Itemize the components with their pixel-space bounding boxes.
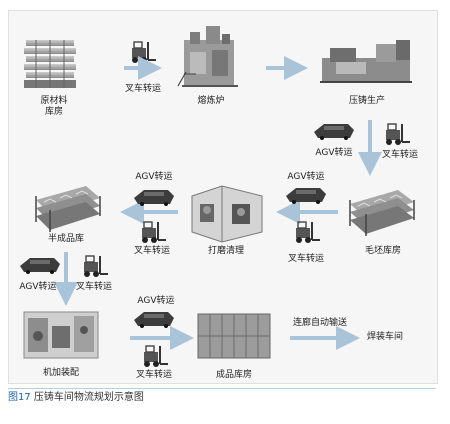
node-label-grinding: 打磨清理 <box>207 246 244 256</box>
node-label-raw-material: 原材料 库房 <box>40 96 68 117</box>
forklift-icon <box>132 41 156 63</box>
figure-number: 图17 <box>8 392 31 403</box>
agv-icon <box>134 312 174 328</box>
edge-label-forklift: 叉车转运 <box>124 84 161 94</box>
forklift-icon <box>386 123 410 145</box>
agv-icon <box>314 124 354 140</box>
edge-label-agv: AGV转运 <box>287 172 325 182</box>
node-label-blank-store: 毛坯库房 <box>364 246 401 256</box>
edge-label-agv: AGV转运 <box>19 282 57 292</box>
edge-label-forklift: 叉车转运 <box>287 254 324 264</box>
agv-icon <box>20 258 60 274</box>
edge-label-forklift: 叉车转运 <box>133 246 170 256</box>
edge-label-forklift: 叉车转运 <box>381 150 418 160</box>
edge-label-agv: AGV转运 <box>315 148 353 158</box>
forklift-icon <box>296 221 320 243</box>
edge-label-agv: AGV转运 <box>135 172 173 182</box>
agv-icon <box>286 188 326 204</box>
edge-label-conveyor: 连廊自动输送 <box>292 318 347 328</box>
furnace-image <box>177 26 238 87</box>
blank-store-image <box>349 190 415 236</box>
forklift-icon <box>142 221 166 243</box>
grinding-station-image <box>191 185 263 243</box>
forklift-icon <box>84 255 108 277</box>
edge-label-forklift: 叉车转运 <box>75 282 112 292</box>
node-label-finished-store: 成品库房 <box>215 370 252 380</box>
edge-label-forklift: 叉车转运 <box>135 370 172 380</box>
machining-assembly-image <box>23 311 99 359</box>
semi-finished-store-image <box>35 186 101 232</box>
figure-title: 压铸车间物流规划示意图 <box>33 392 144 403</box>
forklift-icon <box>144 345 168 367</box>
node-label-furnace: 熔炼炉 <box>197 96 225 106</box>
agv-icon <box>134 190 174 206</box>
raw-material-image <box>24 40 76 88</box>
node-label-machining-assembly: 机加装配 <box>42 368 79 378</box>
die-casting-machine-image <box>320 40 412 83</box>
node-label-welding: 焊装车间 <box>366 332 403 342</box>
finished-goods-store-image <box>197 313 271 359</box>
node-label-die-casting: 压铸生产 <box>348 96 385 106</box>
figure-caption: 图17 压铸车间物流规划示意图 <box>8 388 436 407</box>
edge-label-agv: AGV转运 <box>137 296 175 306</box>
node-label-semi-finished-store: 半成品库 <box>47 234 84 244</box>
